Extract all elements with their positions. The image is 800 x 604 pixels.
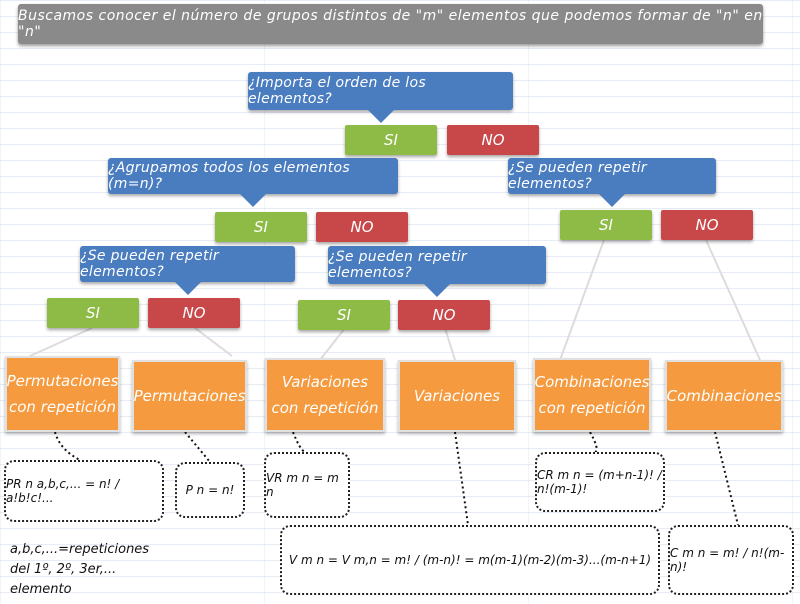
connector-dotted bbox=[54, 431, 81, 461]
question-repeat-unordered: ¿Se pueden repetir elementos? bbox=[508, 158, 716, 207]
formula-permutaciones: P n = n! bbox=[175, 462, 245, 518]
result-combinaciones-repeticion: Combinaciones con repetición bbox=[533, 358, 651, 432]
answer-yes-repeat-permutation: SI bbox=[47, 298, 139, 328]
result-variaciones-repeticion: Variaciones con repetición bbox=[265, 358, 385, 432]
question-order-matters: ¿Importa el orden de los elementos? bbox=[248, 72, 513, 123]
connector-dotted bbox=[292, 431, 306, 453]
connector-line bbox=[444, 327, 456, 361]
formula-variaciones-repeticion: VR m n = m n bbox=[264, 452, 350, 518]
connector-dotted bbox=[714, 431, 739, 526]
answer-yes-repeat-unordered: SI bbox=[560, 210, 652, 240]
connector-dotted bbox=[589, 431, 598, 453]
formula-permutaciones-repeticion: PR n a,b,c,... = n! / a!b!c!... bbox=[4, 460, 164, 522]
answer-no-all: NO bbox=[316, 212, 408, 242]
note-line-2: del 1º, 2º, 3er,... elemento bbox=[10, 562, 117, 597]
question-repeat-permutation: ¿Se pueden repetir elementos? bbox=[80, 246, 295, 295]
connector-line bbox=[559, 239, 605, 361]
connector-line bbox=[29, 327, 93, 357]
answer-yes-all: SI bbox=[215, 212, 307, 242]
repetition-note: a,b,c,...=repeticiones del 1º, 2º, 3er,.… bbox=[10, 540, 180, 597]
answer-yes-repeat-variation: SI bbox=[298, 300, 390, 330]
answer-no-repeat-permutation: NO bbox=[148, 298, 240, 328]
connector-line bbox=[705, 239, 761, 361]
question-repeat-variation: ¿Se pueden repetir elementos? bbox=[328, 246, 546, 297]
formula-variaciones: V m n = V m,n = m! / (m-n)! = m(m-1)(m-2… bbox=[280, 525, 660, 595]
answer-yes-order: SI bbox=[345, 125, 437, 155]
answer-no-repeat-variation: NO bbox=[398, 300, 490, 330]
answer-no-order: NO bbox=[447, 125, 539, 155]
connector-line bbox=[319, 327, 346, 361]
connector-dotted bbox=[454, 431, 469, 526]
header-banner: Buscamos conocer el número de grupos dis… bbox=[18, 4, 763, 44]
question-all-elements: ¿Agrupamos todos los elementos (m=n)? bbox=[108, 158, 398, 207]
answer-no-repeat-unordered: NO bbox=[661, 210, 753, 240]
note-line-1: a,b,c,...=repeticiones bbox=[10, 542, 150, 557]
result-variaciones: Variaciones bbox=[398, 360, 516, 432]
result-permutaciones: Permutaciones bbox=[132, 360, 247, 432]
connector-line bbox=[194, 327, 233, 357]
formula-combinaciones: C m n = m! / n!(m-n)! bbox=[668, 525, 794, 595]
connector-dotted bbox=[184, 431, 211, 463]
result-combinaciones: Combinaciones bbox=[665, 360, 783, 432]
formula-combinaciones-repeticion: CR m n = (m+n-1)! / n!(m-1)! bbox=[535, 452, 665, 512]
result-permutaciones-repeticion: Permutaciones con repetición bbox=[5, 356, 120, 432]
